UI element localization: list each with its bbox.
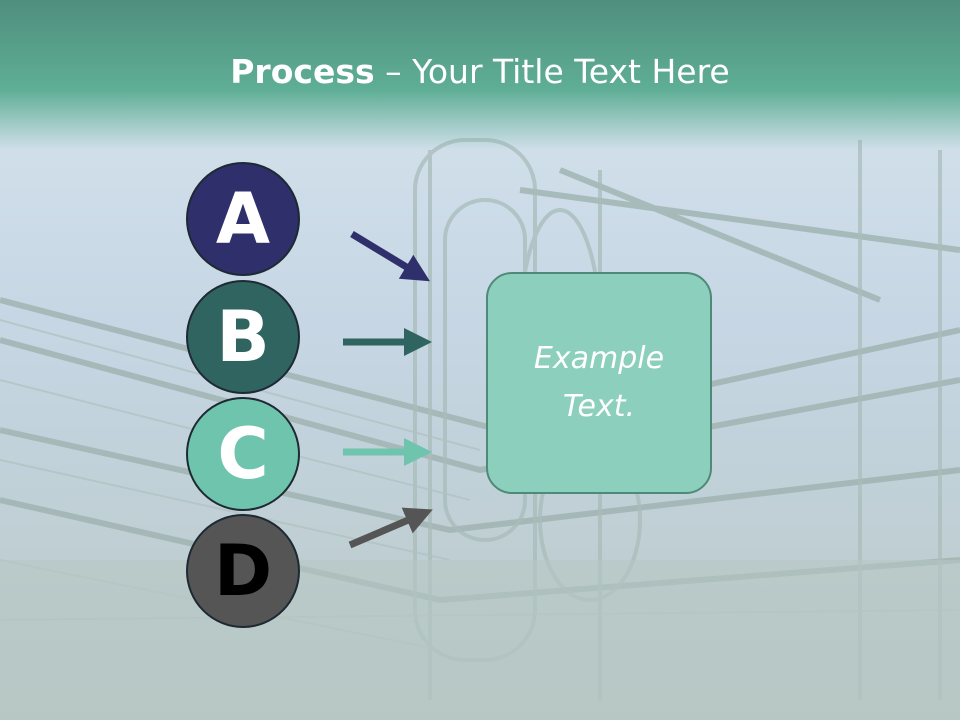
step-letter-d: D — [213, 530, 273, 612]
step-letter-a: A — [215, 178, 271, 260]
title-dash: – — [374, 52, 413, 91]
step-circle-a[interactable]: A — [186, 162, 300, 276]
title-rest: Your Title Text Here — [412, 52, 730, 91]
box-text-line1: Example — [533, 341, 665, 376]
step-circle-d[interactable]: D — [186, 514, 300, 628]
step-letter-b: B — [216, 296, 270, 378]
header-band — [0, 0, 960, 150]
example-text-box[interactable]: Example Text. — [486, 272, 712, 494]
step-circle-b[interactable]: B — [186, 280, 300, 394]
box-text-line2: Text. — [562, 389, 636, 424]
step-letter-c: C — [217, 413, 269, 495]
step-circle-c[interactable]: C — [186, 397, 300, 511]
arrow-a — [350, 231, 430, 282]
arrow-d — [348, 507, 433, 549]
title-bold: Process — [230, 52, 375, 91]
page-title: Process – Your Title Text Here — [0, 52, 960, 91]
